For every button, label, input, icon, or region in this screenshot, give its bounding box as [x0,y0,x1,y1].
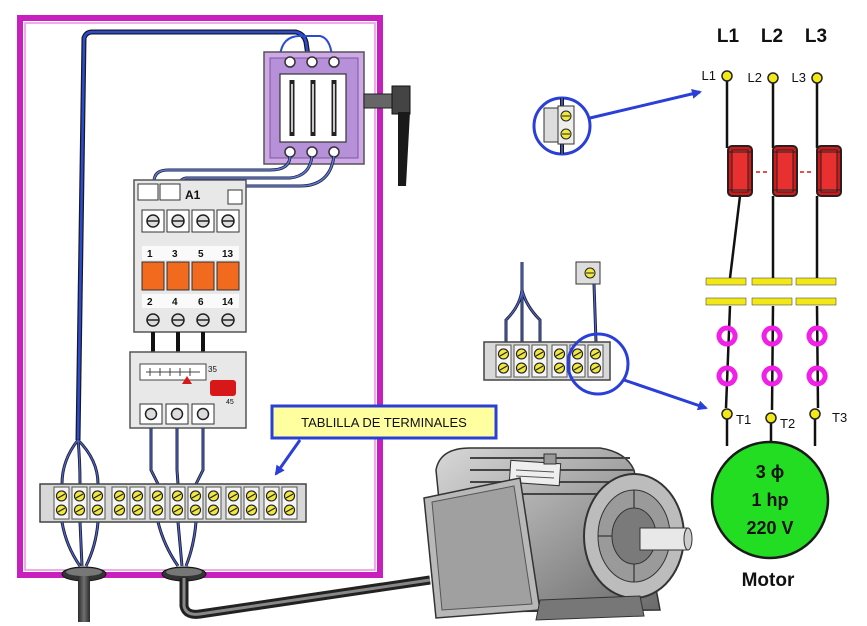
terminal-strip [39,483,307,523]
terminal-block [531,344,548,378]
terminal-block [281,486,298,520]
motor-cable [179,575,431,619]
terminal-block [513,344,530,378]
fuse-l2 [772,145,798,197]
terminal-number: 3 [172,249,178,260]
motor-symbol [710,440,830,560]
line-header-l1: L1 [717,26,740,47]
motor-terminal-t2 [765,412,777,424]
motor-illustration [423,447,693,621]
terminal-number: 14 [222,297,234,308]
motor-terminal-t3 [809,408,821,420]
overload-relay: 35 45 [129,351,247,429]
terminal-block [551,344,568,378]
terminal-block [243,486,260,520]
terminal-block [169,486,186,520]
terminal-number: 13 [222,249,234,260]
motor-power: 1 hp [751,490,788,510]
line-terminal-l1 [721,70,733,82]
terminal-block [587,344,604,378]
terminal-number: 6 [198,297,204,308]
terminal-block [129,486,146,520]
terminal-number: 2 [147,297,153,308]
contactor-bottom-screws [146,313,235,327]
terminal-block [263,486,280,520]
terminal-block [149,486,166,520]
line-header-l3: L3 [805,26,827,47]
terminal-label-t1: T1 [736,412,751,427]
power-schematic: L1 L2 L3 L1 L2 L3 [702,26,848,591]
terminal-block [225,486,242,520]
terminal-block [569,344,586,378]
line-terminal-l3 [811,72,823,84]
line-terminal-l2 [767,72,779,84]
line-label-l3: L3 [792,70,806,85]
control-panel: A1 1 3 5 13 [17,15,411,578]
motor-voltage: 220 V [746,518,793,538]
line-label-l1: L1 [702,68,716,83]
overload-scale-low: 35 [208,365,217,374]
terminal-block [89,486,106,520]
terminal-number: 1 [147,249,153,260]
main-contacts [705,277,837,306]
terminal-block [187,486,204,520]
disconnect-handle [363,85,411,186]
terminal-block [71,486,88,520]
motor-label: Motor [742,570,795,591]
terminal-label-t3: T3 [832,410,847,425]
line-label-l2: L2 [748,70,762,85]
terminal-block [111,486,128,520]
terminal-number: 5 [198,249,204,260]
terminal-block [495,344,512,378]
fuse-l1 [727,145,753,197]
cable-gland-left [61,566,107,622]
coil-label: A1 [185,188,201,202]
line-header-l2: L2 [761,26,783,47]
disconnect-switch [263,51,365,165]
terminal-label-t2: T2 [780,416,795,431]
contactor: A1 1 3 5 13 [133,179,247,333]
terminal-magnifier-top [532,88,702,156]
terminal-block-detail [483,261,708,411]
fuse-l3 [816,145,842,197]
terminal-block [53,486,70,520]
overload-scale-high: 45 [226,399,234,406]
contactor-top-screws [141,209,240,233]
terminal-strip-callout: TABLILLA DE TERMINALES [270,404,498,476]
motor-phase: 3 ϕ [756,462,785,482]
terminal-number: 4 [172,297,178,308]
overload-heaters [716,325,828,387]
motor-terminal-t1 [721,408,733,420]
cable-gland-right [161,566,207,582]
callout-text: TABLILLA DE TERMINALES [301,415,467,430]
terminal-block [205,486,222,520]
